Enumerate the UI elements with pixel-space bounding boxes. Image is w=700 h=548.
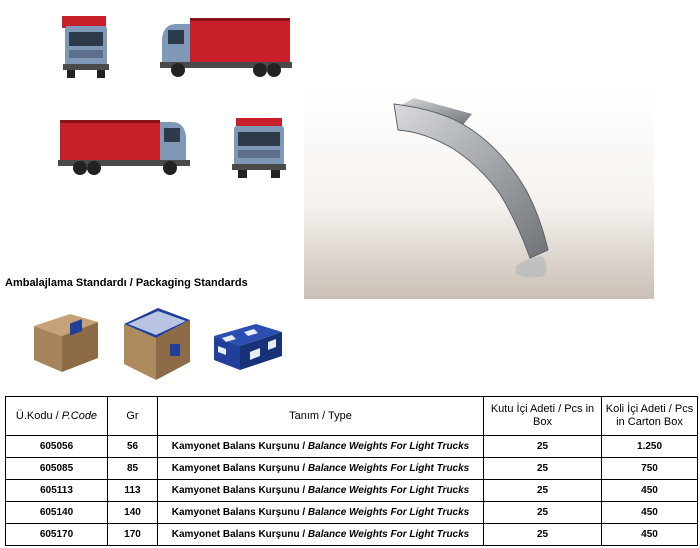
column-header-pcs-in-carton: Koli İçi Adeti / Pcs in Carton Box <box>601 396 698 436</box>
table-header-row: Ü.Kodu / P.Code Gr Tanım / Type Kutu İçi… <box>5 396 698 436</box>
truck-side-view-icon <box>58 120 190 175</box>
truck-side-view-icon <box>160 18 292 77</box>
cell-gr: 140 <box>107 501 158 524</box>
cell-pcs-box: 25 <box>483 457 602 480</box>
table-row: 605113 113 Kamyonet Balans Kurşunu / Bal… <box>5 479 698 502</box>
blue-box-image <box>214 324 282 370</box>
cell-pcs-carton: 1.250 <box>601 435 698 458</box>
cell-description: Kamyonet Balans Kurşunu / Balance Weight… <box>157 479 484 502</box>
cell-code: 605140 <box>5 501 108 524</box>
cell-pcs-carton: 450 <box>601 479 698 502</box>
cell-code: 605170 <box>5 523 108 546</box>
carton-box-image <box>124 308 190 380</box>
balance-weight-photo <box>304 90 654 299</box>
column-header-type: Tanım / Type <box>157 396 484 436</box>
cell-gr: 56 <box>107 435 158 458</box>
column-header-pcs-in-box: Kutu İçi Adeti / Pcs in Box <box>483 396 602 436</box>
product-table: Ü.Kodu / P.Code Gr Tanım / Type Kutu İçi… <box>5 396 698 546</box>
cell-pcs-carton: 450 <box>601 523 698 546</box>
cell-pcs-carton: 750 <box>601 457 698 480</box>
cell-pcs-box: 25 <box>483 523 602 546</box>
truck-illustrations <box>58 16 292 178</box>
cell-description: Kamyonet Balans Kurşunu / Balance Weight… <box>157 457 484 480</box>
cell-gr: 170 <box>107 523 158 546</box>
cell-pcs-box: 25 <box>483 479 602 502</box>
table-row: 605085 85 Kamyonet Balans Kurşunu / Bala… <box>5 457 698 480</box>
cell-gr: 113 <box>107 479 158 502</box>
table-row: 605170 170 Kamyonet Balans Kurşunu / Bal… <box>5 523 698 546</box>
cell-gr: 85 <box>107 457 158 480</box>
table-row: 605056 56 Kamyonet Balans Kurşunu / Bala… <box>5 435 698 458</box>
cell-description: Kamyonet Balans Kurşunu / Balance Weight… <box>157 435 484 458</box>
cell-pcs-box: 25 <box>483 435 602 458</box>
cell-code: 605113 <box>5 479 108 502</box>
cell-pcs-carton: 450 <box>601 501 698 524</box>
cell-code: 605056 <box>5 435 108 458</box>
cell-description: Kamyonet Balans Kurşunu / Balance Weight… <box>157 523 484 546</box>
column-header-gr: Gr <box>107 396 158 436</box>
table-row: 605140 140 Kamyonet Balans Kurşunu / Bal… <box>5 501 698 524</box>
column-header-code: Ü.Kodu / P.Code <box>5 396 108 436</box>
truck-front-view-icon <box>232 118 286 178</box>
brown-box-image <box>34 314 98 372</box>
cell-code: 605085 <box>5 457 108 480</box>
truck-front-view-icon <box>62 16 109 78</box>
packaging-standards-title: Ambalajlama Standardı / Packaging Standa… <box>5 277 248 289</box>
cell-pcs-box: 25 <box>483 501 602 524</box>
cell-description: Kamyonet Balans Kurşunu / Balance Weight… <box>157 501 484 524</box>
